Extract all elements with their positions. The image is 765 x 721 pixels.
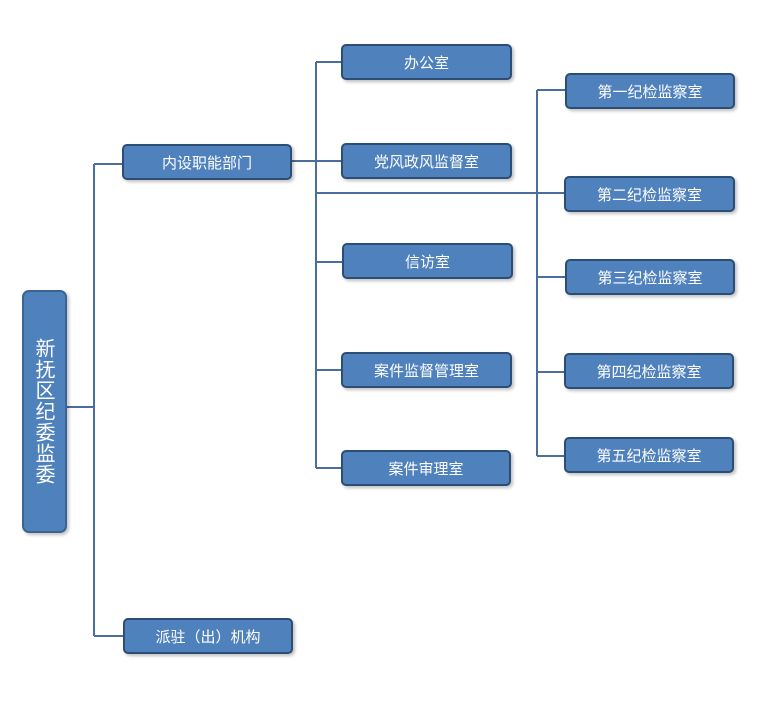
dept-node-party-supervision[interactable]: 党风政风监督室	[341, 143, 512, 179]
dept-label: 办公室	[403, 53, 449, 72]
room-label: 第四纪检监察室	[596, 362, 702, 381]
room-label: 第三纪检监察室	[597, 268, 703, 287]
dispatched-label: 派驻（出）机构	[155, 627, 261, 646]
dept-label: 案件监督管理室	[373, 361, 479, 380]
room-node-3[interactable]: 第三纪检监察室	[565, 259, 735, 295]
dept-label: 案件审理室	[388, 459, 464, 478]
room-node-1[interactable]: 第一纪检监察室	[565, 73, 735, 109]
room-node-5[interactable]: 第五纪检监察室	[564, 437, 734, 473]
dept-node-case-review[interactable]: 案件审理室	[341, 450, 511, 486]
room-label: 第一纪检监察室	[597, 82, 703, 101]
dept-node-case-management[interactable]: 案件监督管理室	[341, 352, 512, 388]
dispatched-node[interactable]: 派驻（出）机构	[123, 618, 293, 654]
internal-depts-node[interactable]: 内设职能部门	[122, 144, 292, 180]
internal-depts-label: 内设职能部门	[161, 153, 252, 172]
dept-label: 信访室	[404, 252, 450, 271]
room-label: 第五纪检监察室	[596, 446, 702, 465]
dept-label: 党风政风监督室	[373, 152, 479, 171]
room-node-2[interactable]: 第二纪检监察室	[564, 176, 735, 212]
root-node[interactable]: 新抚区纪委监委	[22, 290, 67, 533]
root-label: 新抚区纪委监委	[32, 338, 56, 485]
dept-node-petition[interactable]: 信访室	[342, 243, 513, 279]
dept-node-office[interactable]: 办公室	[341, 44, 512, 80]
room-node-4[interactable]: 第四纪检监察室	[564, 353, 734, 389]
room-label: 第二纪检监察室	[596, 185, 702, 204]
